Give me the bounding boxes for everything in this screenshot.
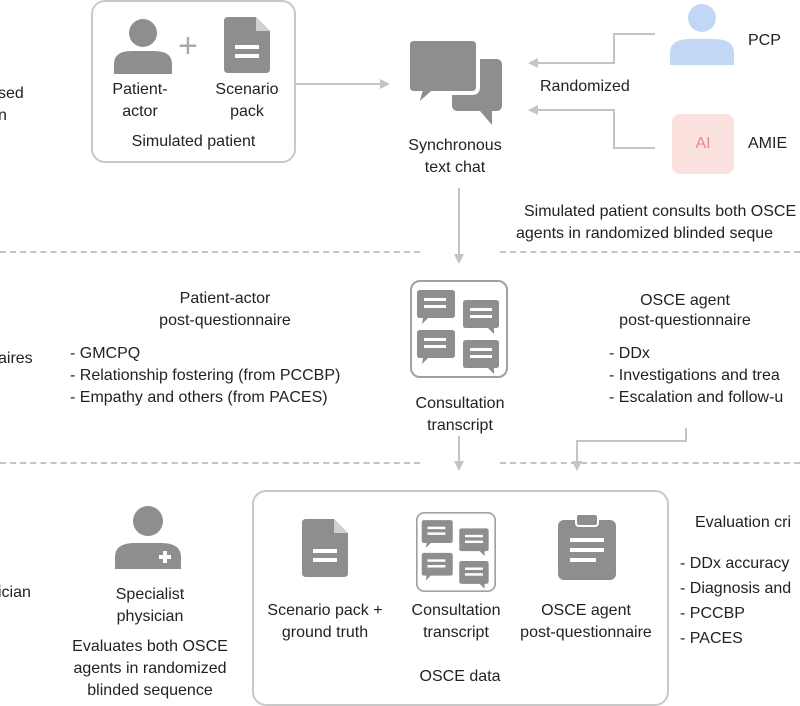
osce-q-item: Escalation and follow-u: [609, 387, 784, 409]
osce-q-item: Investigations and trea: [609, 365, 783, 387]
specialist-label-1: Specialist: [115, 586, 185, 603]
patient-q-title-2: post-questionnaire: [159, 312, 291, 329]
patient-q-item: GMCPQ: [70, 343, 340, 365]
left-label-row3: ician: [0, 584, 31, 601]
patient-q-list: GMCPQ Relationship fostering (from PCCBP…: [70, 343, 341, 409]
scenario-pack-label-1: Scenario: [215, 81, 279, 98]
criteria-item: PCCBP: [680, 601, 791, 626]
osce-scenario-label-1: Scenario pack +: [267, 602, 383, 619]
patient-q-item: Empathy and others (from PACES): [70, 387, 340, 409]
osce-agent-q-label-2: post-questionnaire: [520, 624, 652, 641]
osce-scenario-label-2: ground truth: [281, 624, 369, 641]
osce-q-title-2: post-questionnaire: [619, 312, 751, 329]
criteria-item: DDx accuracy: [680, 551, 791, 576]
osce-transcript-label-1: Consultation: [411, 602, 501, 619]
scenario-pack-label-2: pack: [230, 103, 264, 120]
transcript-label-2: transcript: [427, 417, 493, 434]
specialist-note-3: blinded sequence: [87, 682, 213, 699]
osce-transcript-label-2: transcript: [423, 624, 489, 641]
chat-bubbles-icon: [406, 37, 502, 125]
specialist-physician-icon: [115, 506, 181, 569]
document-icon: [224, 17, 270, 73]
left-label-row1-a: sed: [0, 85, 24, 102]
divider-upper-left: [0, 251, 420, 253]
amie-label: AMIE: [748, 135, 788, 152]
osce-data-caption: OSCE data: [419, 668, 501, 685]
ai-badge: AI: [672, 114, 734, 174]
criteria-list: DDx accuracy Diagnosis and PCCBP PACES: [680, 551, 791, 651]
osce-agent-q-label-1: OSCE agent: [541, 602, 631, 619]
clipboard-icon: [558, 513, 616, 580]
criteria-item: Diagnosis and: [680, 576, 791, 601]
document-icon: [302, 519, 348, 577]
pcp-label: PCP: [748, 32, 781, 49]
top-note-1: Simulated patient consults both OSCE: [524, 203, 797, 220]
chat-label-1: Synchronous: [408, 137, 502, 154]
osce-q-title-1: OSCE agent: [640, 292, 730, 309]
top-note-2: agents in randomized blinded seque: [516, 225, 774, 242]
osce-q-list: DDx Investigations and trea Escalation a…: [609, 343, 784, 409]
criteria-item: PACES: [680, 626, 791, 651]
randomized-label: Randomized: [540, 78, 630, 95]
specialist-note-1: Evaluates both OSCE: [72, 638, 228, 655]
patient-q-item: Relationship fostering (from PCCBP): [70, 365, 341, 387]
chat-label-2: text chat: [424, 159, 486, 176]
patient-q-title-1: Patient-actor: [179, 290, 271, 307]
left-label-row2: aires: [0, 350, 33, 367]
simulated-patient-caption: Simulated patient: [131, 133, 256, 150]
osce-q-item: DDx: [609, 343, 783, 365]
patient-actor-label-1: Patient-: [112, 81, 168, 98]
specialist-note-2: agents in randomized: [73, 660, 227, 677]
divider-lower-right: [500, 462, 800, 464]
transcript-icon: [410, 280, 508, 378]
specialist-label-2: physician: [116, 608, 184, 625]
plus-sign: +: [178, 27, 198, 65]
person-icon: [114, 19, 172, 74]
left-label-row1-b: n: [0, 107, 7, 124]
divider-lower-left: [0, 462, 420, 464]
divider-upper-right: [500, 251, 800, 253]
patient-actor-label-2: actor: [122, 103, 158, 120]
criteria-title: Evaluation cri: [695, 514, 792, 531]
pcp-avatar-icon: [670, 4, 734, 65]
transcript-icon: [416, 512, 496, 592]
ai-badge-text: AI: [695, 135, 711, 152]
transcript-label-1: Consultation: [415, 395, 505, 412]
